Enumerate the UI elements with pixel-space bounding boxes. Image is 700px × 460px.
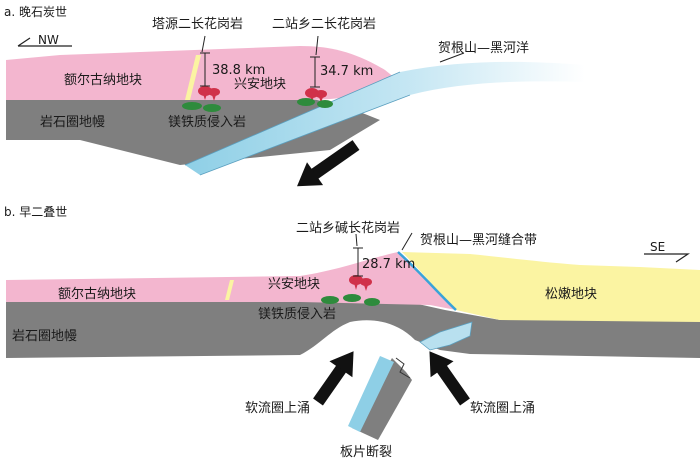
- depth-label-b: 28.7 km: [362, 257, 415, 272]
- pluton-label-1: 塔源二长花岗岩: [152, 16, 243, 32]
- broken-slab-blue: [348, 356, 394, 432]
- panel-a: a. 晚石炭世 NW 塔源二长花岗岩 二站乡二长花岗岩 贺根山—黑河洋 38.8…: [4, 5, 585, 187]
- panel-b-direction: SE: [650, 240, 665, 254]
- block-xingan-label-a: 兴安地块: [234, 77, 286, 92]
- broken-slab-gray: [352, 358, 412, 440]
- subduction-arrow-icon: [297, 140, 360, 187]
- intrusion-label-b: 镁铁质侵入岩: [258, 306, 336, 322]
- mantle-label-b: 岩石圈地幔: [12, 329, 77, 344]
- panel-a-title: a. 晚石炭世: [4, 5, 67, 19]
- upwelling-arrow-left-icon: [313, 351, 354, 406]
- mafic-intrusions-b: [321, 294, 380, 306]
- panel-b-dyke: [225, 280, 234, 300]
- nw-arrow-icon: [17, 37, 72, 47]
- mantle-label-a: 岩石圈地幔: [40, 115, 105, 130]
- panel-b-title: b. 早二叠世: [4, 205, 67, 219]
- intrusion-label-a: 镁铁质侵入岩: [168, 114, 246, 130]
- granite-body-b: [349, 275, 372, 291]
- ocean-label: 贺根山—黑河洋: [438, 41, 529, 56]
- leader-pluton-1: [201, 35, 206, 53]
- depth-label-1: 38.8 km: [212, 63, 265, 78]
- granite-body-1: [198, 86, 220, 101]
- upwelling-label-right: 软流圈上涌: [470, 401, 535, 416]
- mafic-intrusions-a: [182, 98, 333, 112]
- upwelling-arrow-right-icon: [429, 351, 470, 406]
- panel-a-crust: [6, 46, 395, 100]
- leader-pluton-2: [315, 35, 319, 56]
- panel-b: b. 早二叠世 SE 二站乡碱长花岗岩 贺根山—黑河缝合带 28.7 km 额尔…: [4, 205, 700, 460]
- leader-suture: [401, 232, 413, 251]
- se-arrow-icon: [644, 253, 690, 263]
- block-xingan-label-b: 兴安地块: [268, 277, 320, 292]
- block-songnen-label: 松嫩地块: [545, 287, 597, 302]
- panel-a-mantle: [6, 98, 380, 165]
- block-ergun-label-b: 额尔古纳地块: [58, 287, 136, 302]
- panel-a-slab-outline: [184, 71, 411, 176]
- depth-bar-1: [200, 52, 210, 87]
- pluton-label-b: 二站乡碱长花岗岩: [296, 220, 400, 236]
- depth-label-2: 34.7 km: [320, 64, 373, 79]
- leader-ocean: [439, 52, 465, 63]
- panel-a-ocean-slab: [185, 61, 585, 175]
- leader-pluton-b: [355, 233, 358, 247]
- panel-b-suture-line: [397, 251, 457, 311]
- panel-b-mantle: [6, 299, 700, 358]
- panel-a-dyke: [185, 55, 201, 100]
- panel-b-songnen-block: [402, 252, 700, 322]
- suture-label: 贺根山—黑河缝合带: [420, 233, 537, 248]
- block-ergun-label-a: 额尔古纳地块: [64, 73, 142, 88]
- depth-bar-2: [310, 56, 320, 88]
- depth-bar-b: [353, 247, 363, 277]
- granite-body-2: [305, 88, 327, 103]
- panel-a-direction: NW: [38, 33, 59, 47]
- panel-b-remnant-slab: [419, 321, 473, 351]
- pluton-label-2: 二站乡二长花岗岩: [272, 16, 376, 32]
- breakoff-label: 板片断裂: [340, 445, 392, 460]
- broken-slab-fracture: [395, 357, 411, 379]
- upwelling-label-left: 软流圈上涌: [245, 401, 310, 416]
